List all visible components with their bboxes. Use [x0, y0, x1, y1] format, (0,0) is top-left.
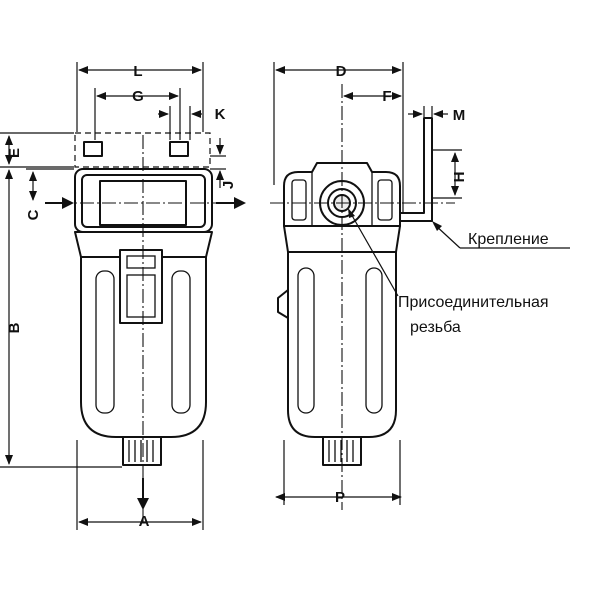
front-bracket-outline — [74, 132, 211, 168]
side-lock-tab — [277, 289, 289, 319]
label-E: E — [6, 148, 23, 158]
front-dimensions — [0, 62, 226, 530]
label-D: D — [336, 63, 347, 80]
front-drain-arrowhead — [137, 498, 149, 510]
front-lock-tab-top — [126, 255, 156, 269]
side-view — [270, 84, 455, 510]
front-bracket-slot-right — [169, 141, 189, 157]
label-B: B — [6, 322, 23, 333]
front-drain-knurl — [128, 440, 154, 462]
label-M: M — [453, 107, 466, 124]
label-G: G — [132, 88, 144, 105]
front-inlet-arrowhead — [62, 197, 74, 209]
front-bowl-window-right — [171, 270, 191, 414]
callout-thread-line2: резьба — [410, 319, 461, 336]
front-lock-tab-body — [126, 274, 156, 318]
label-H: H — [451, 172, 468, 183]
label-C: C — [25, 209, 42, 220]
label-P: P — [335, 489, 345, 506]
callout-thread-line1: Присоединительная — [398, 294, 549, 311]
leader-thread — [349, 211, 399, 297]
front-bowl-window-left — [95, 270, 115, 414]
side-dimensions — [273, 62, 462, 505]
label-F: F — [382, 88, 391, 105]
side-drain-knurl — [328, 440, 354, 462]
front-bracket-slot-left — [83, 141, 103, 157]
front-view — [45, 132, 246, 525]
label-A: A — [139, 513, 150, 530]
callout-leaders — [348, 208, 570, 297]
front-outlet-arrowhead — [234, 197, 246, 209]
label-J: J — [220, 181, 237, 189]
side-bowl-window-left — [297, 267, 315, 414]
label-K: K — [215, 106, 226, 123]
side-mount-bracket — [399, 117, 433, 222]
side-bowl-window-right — [365, 267, 383, 414]
label-L: L — [133, 63, 142, 80]
callout-mount: Крепление — [468, 231, 549, 248]
front-lock-tab — [119, 249, 163, 324]
